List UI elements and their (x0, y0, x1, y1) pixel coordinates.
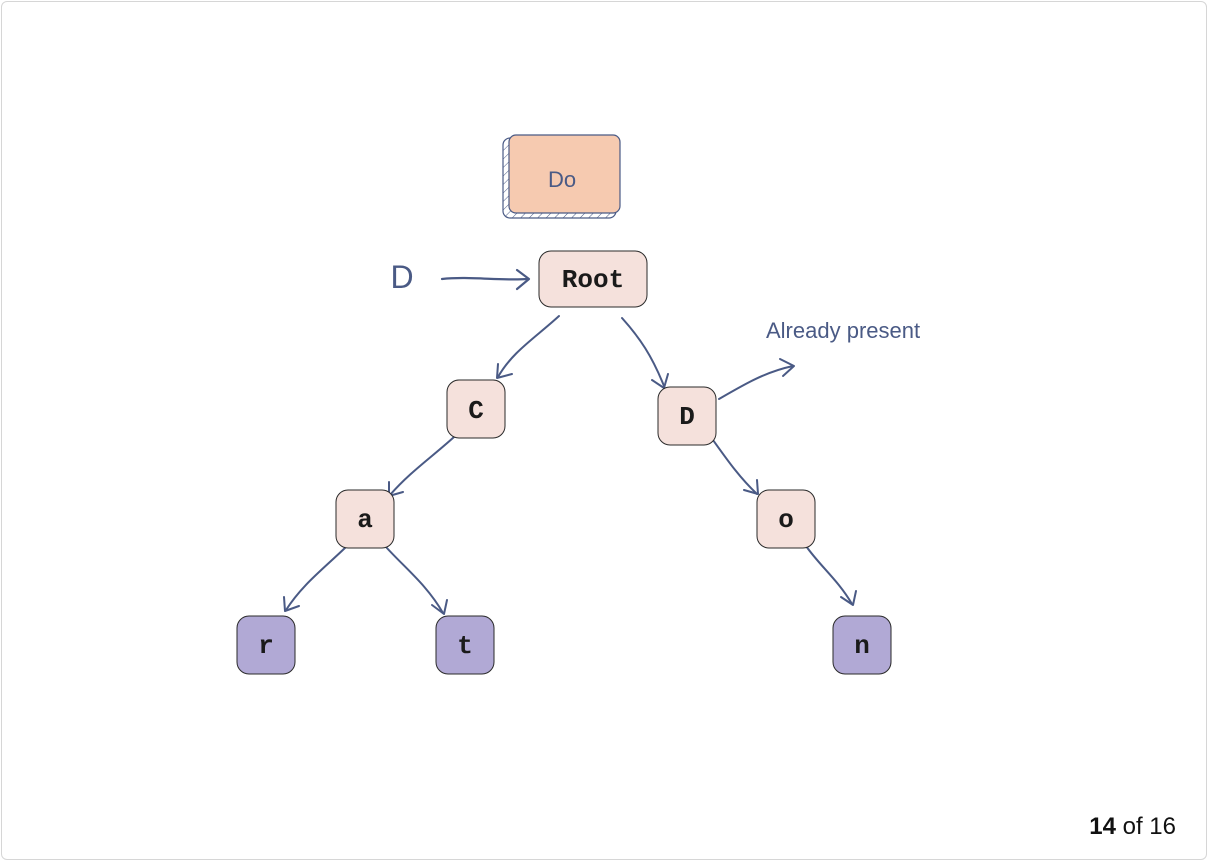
edge-root-d (621, 317, 669, 389)
trie-leaf-n: n (832, 615, 892, 675)
trie-node-a: a (335, 489, 395, 549)
trie-leaf-t: t (435, 615, 495, 675)
edge-d-annotation (718, 358, 795, 400)
trie-node-root: Root (538, 250, 648, 308)
slide-counter: 14 of 16 (1089, 813, 1176, 841)
current-char-label: D (390, 259, 413, 295)
edge-a-t (385, 546, 448, 615)
current-slide-number: 14 (1089, 813, 1116, 840)
leaf-r-label: r (258, 631, 274, 661)
node-a-label: a (357, 505, 373, 535)
edge-c-a (388, 436, 455, 497)
input-word-card: Do (502, 134, 621, 219)
trie-node-c: C (446, 379, 506, 439)
input-word-text: Do (548, 167, 576, 192)
leaf-t-label: t (457, 631, 473, 661)
trie-node-d: D (657, 386, 717, 446)
edge-d-o (712, 439, 759, 495)
trie-leaf-r: r (236, 615, 296, 675)
edge-root-c (496, 315, 560, 379)
edge-o-n (805, 545, 857, 606)
trie-node-o: o (756, 489, 816, 549)
node-d-label: D (679, 402, 695, 432)
slide-counter-separator: of (1122, 813, 1143, 840)
total-slide-number: 16 (1149, 813, 1176, 840)
node-c-label: C (468, 396, 484, 426)
leaf-n-label: n (854, 631, 870, 661)
already-present-annotation: Already present (766, 318, 920, 343)
current-char-arrow (440, 268, 531, 291)
root-label: Root (562, 265, 624, 295)
node-o-label: o (778, 505, 794, 535)
edge-a-r (283, 546, 347, 612)
